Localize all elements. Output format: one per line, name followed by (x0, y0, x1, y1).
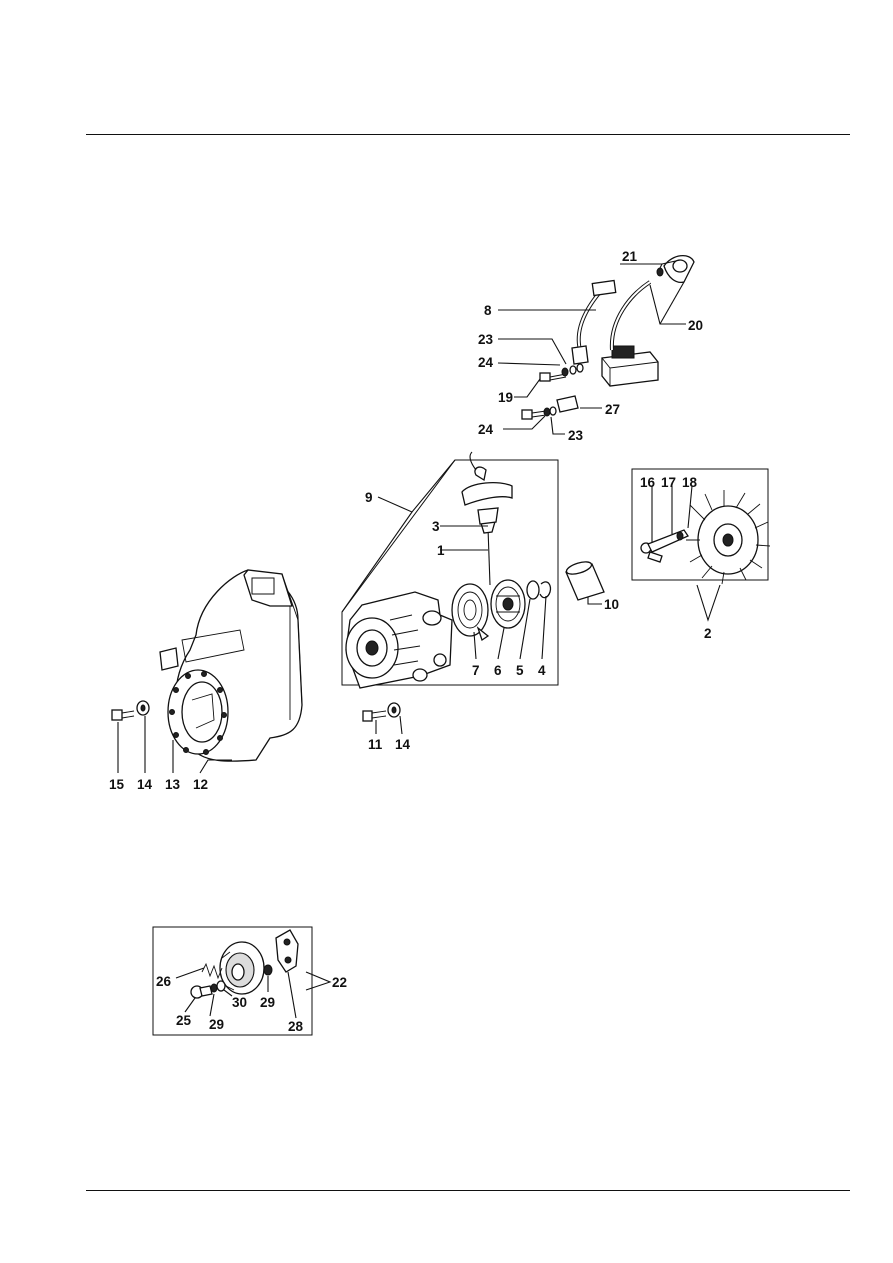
callout-1: 1 (437, 543, 445, 558)
header-rule (86, 134, 850, 135)
starter-handle (461, 481, 513, 506)
bolt-25 (190, 985, 213, 999)
clutch-box (152, 926, 332, 1036)
callout-23-top: 23 (478, 332, 494, 347)
callout-6: 6 (494, 663, 502, 678)
callout-26: 26 (156, 974, 172, 989)
callout-14-left: 14 (137, 777, 153, 792)
callout-30: 30 (232, 995, 247, 1010)
callout-27: 27 (605, 402, 620, 417)
ignition-coil-group (497, 255, 695, 435)
callout-29-right: 29 (260, 995, 275, 1010)
callout-18: 18 (682, 475, 698, 490)
callout-11: 11 (368, 737, 383, 752)
callout-20: 20 (688, 318, 703, 333)
washer-29 (263, 964, 273, 976)
callout-3: 3 (432, 519, 440, 534)
callout-23-bottom: 23 (568, 428, 584, 443)
callout-21: 21 (622, 249, 638, 264)
clutch-shoe (219, 941, 265, 995)
callout-16: 16 (640, 475, 656, 490)
wire-connector (591, 279, 617, 297)
sleeve-10 (565, 561, 605, 605)
callout-2: 2 (704, 626, 712, 641)
screw-11 (362, 702, 403, 735)
callout-labels: 1 2 3 4 5 6 7 8 9 10 11 12 13 14 14 15 1… (109, 249, 712, 1034)
callout-9: 9 (365, 490, 373, 505)
callout-17: 17 (661, 475, 676, 490)
pulley-6 (490, 579, 526, 629)
callout-12: 12 (193, 777, 208, 792)
callout-19: 19 (498, 390, 513, 405)
ignition-coil (601, 351, 659, 387)
starter-housing (345, 591, 453, 689)
callout-28: 28 (288, 1019, 304, 1034)
clip-4 (539, 581, 552, 599)
spring-26 (201, 962, 223, 980)
footer-rule (86, 1190, 850, 1191)
callout-8: 8 (484, 303, 492, 318)
screw-lower (521, 409, 547, 420)
callout-10: 10 (604, 597, 619, 612)
ring-21 (656, 267, 664, 277)
washer-5 (526, 580, 540, 600)
coil-terminal (611, 345, 635, 359)
callout-22: 22 (332, 975, 347, 990)
plate-27 (556, 395, 579, 413)
fan-housing-12 (111, 569, 303, 774)
callout-29-left: 29 (209, 1017, 224, 1032)
flywheel-box (631, 468, 771, 622)
callout-14-mid: 14 (395, 737, 411, 752)
starter-outline (341, 459, 559, 686)
callout-13: 13 (165, 777, 181, 792)
callout-24-bottom: 24 (478, 422, 494, 437)
recoil-starter-box (341, 451, 559, 689)
callout-4: 4 (538, 663, 546, 678)
pawl-16-17-18 (640, 529, 689, 563)
callout-7: 7 (472, 663, 480, 678)
callout-24-top: 24 (478, 355, 494, 370)
recoil-spring-7 (451, 583, 490, 642)
screw-15 (111, 709, 135, 721)
flywheel (686, 490, 771, 585)
callout-5: 5 (516, 663, 524, 678)
callout-25: 25 (176, 1013, 192, 1028)
callout-15: 15 (109, 777, 125, 792)
plate-28 (275, 929, 299, 973)
